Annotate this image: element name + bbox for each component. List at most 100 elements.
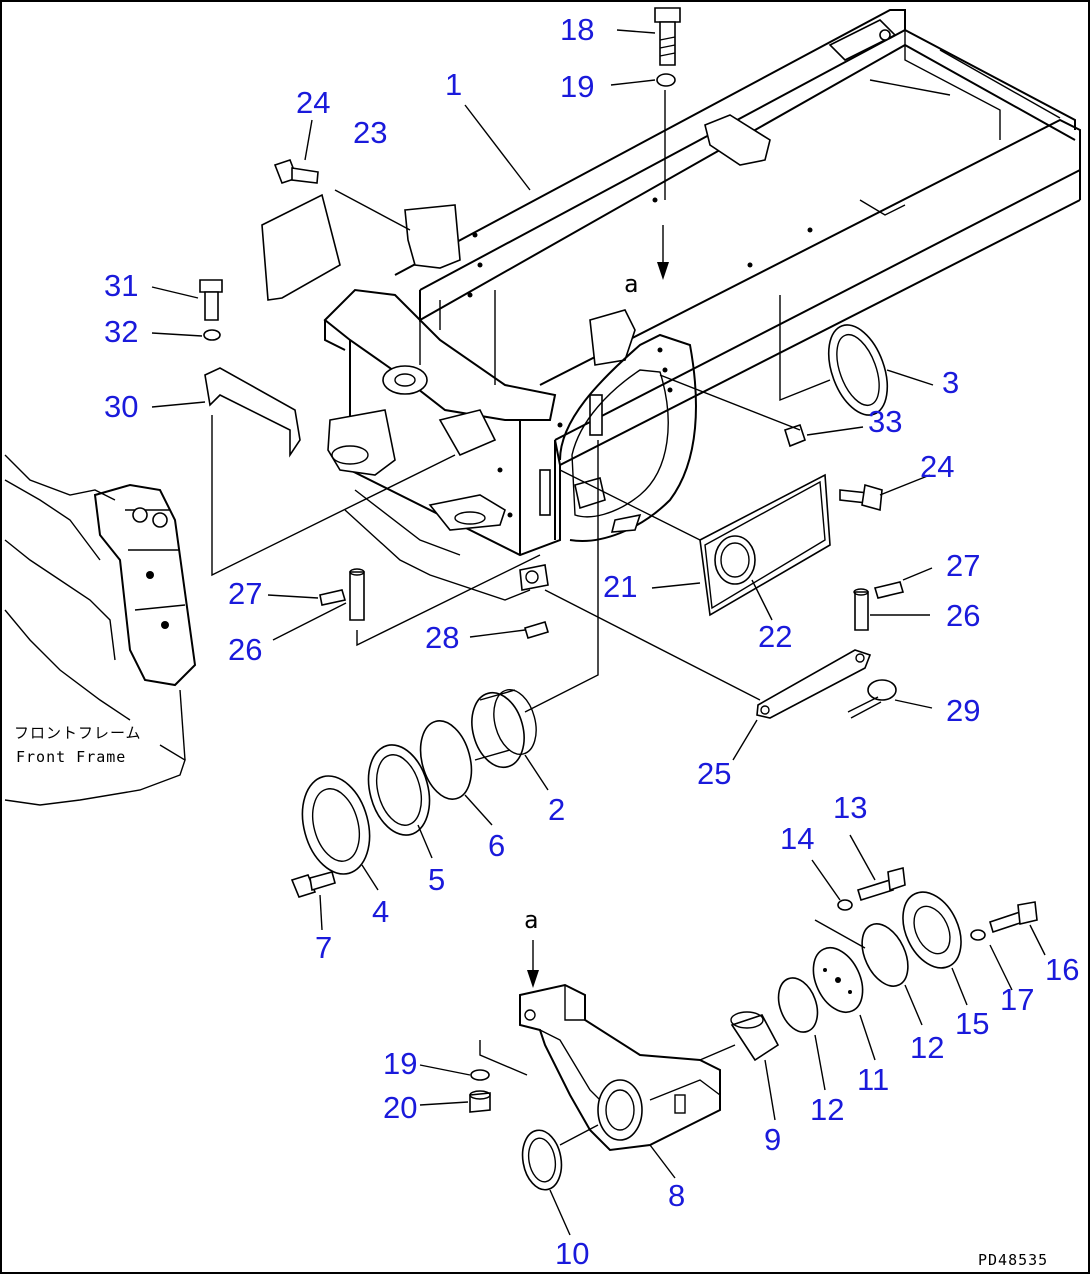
callout-27-right: 27 <box>946 548 980 583</box>
callout-12-left: 12 <box>810 1092 844 1127</box>
plate-11 <box>812 947 864 1013</box>
plate-4 <box>301 775 371 875</box>
bushing-9 <box>730 1011 780 1062</box>
pin-27-left <box>319 589 347 606</box>
callout-20: 20 <box>383 1090 417 1125</box>
callout-28: 28 <box>425 620 459 655</box>
callout-19-top: 19 <box>560 69 594 104</box>
rear-frame <box>323 9 1081 601</box>
callout-21: 21 <box>603 569 637 604</box>
shim-12-a <box>777 977 819 1033</box>
bolt-31 <box>199 279 223 321</box>
callout-18: 18 <box>560 12 594 47</box>
callout-30: 30 <box>104 389 138 424</box>
link-25 <box>756 649 872 719</box>
nut-20 <box>469 1090 491 1113</box>
callout-3: 3 <box>942 365 959 400</box>
callout-8: 8 <box>668 1178 685 1213</box>
callout-31: 31 <box>104 268 138 303</box>
washer-14 <box>837 899 853 911</box>
callout-24-top: 24 <box>296 85 330 120</box>
callout-26-right: 26 <box>946 598 980 633</box>
callout-5: 5 <box>428 862 445 897</box>
cover-plate-23 <box>261 193 341 301</box>
seal-22-inner <box>720 542 750 578</box>
bolt-24-right <box>839 483 883 512</box>
callout-9: 9 <box>764 1122 781 1157</box>
callout-13: 13 <box>833 790 867 825</box>
callout-27-left: 27 <box>228 576 262 611</box>
bolt-18 <box>654 7 681 66</box>
front-frame-label-en: Front Frame <box>16 748 126 766</box>
shim-12-b <box>861 923 909 987</box>
callout-12-right: 12 <box>910 1030 944 1065</box>
plug-33 <box>784 423 806 448</box>
plate-21-inner <box>704 480 826 610</box>
pin-26-right <box>854 591 869 631</box>
view-arrow-bottom-head <box>527 970 539 988</box>
pin-28 <box>524 621 549 639</box>
callout-15: 15 <box>955 1006 989 1041</box>
link-25-hole-b <box>760 705 770 715</box>
callout-6: 6 <box>488 828 505 863</box>
assembly-line-2 <box>524 440 599 713</box>
callout-4: 4 <box>372 894 389 929</box>
callout-numbers: 18 19 1 24 23 31 32 30 3 33 24 27 26 21 … <box>104 12 1079 1271</box>
bracket-30 <box>204 367 301 458</box>
washer-32 <box>203 329 221 341</box>
assembly-line-30 <box>211 415 456 577</box>
assembly-line-9 <box>699 1044 736 1061</box>
callout-10: 10 <box>555 1236 589 1271</box>
bolt-7 <box>290 871 336 898</box>
bolt-16 <box>989 901 1038 934</box>
assembly-line-26 <box>356 554 541 647</box>
washer-19-top <box>656 73 676 87</box>
front-frame-label-jp: フロントフレーム <box>14 724 142 742</box>
washer-19-bottom <box>470 1069 490 1081</box>
washer-17 <box>970 929 986 941</box>
link-25-hole-a <box>855 653 865 663</box>
pin-26-left <box>349 571 365 621</box>
assembly-line-13 <box>814 919 866 949</box>
callout-7: 7 <box>315 930 332 965</box>
bushing-2 <box>471 689 537 769</box>
pin-26-left-top <box>349 568 365 576</box>
pin-27-right <box>873 581 905 599</box>
drawing-code: PD48535 <box>978 1251 1048 1269</box>
view-arrow-top-head <box>657 262 669 280</box>
view-arrow-top-label: a <box>624 270 638 298</box>
oring-6 <box>419 720 473 800</box>
callout-26-left: 26 <box>228 632 262 667</box>
assembly-line-33 <box>659 374 801 431</box>
seal-10 <box>521 1129 563 1191</box>
pin-26-right-top <box>853 588 869 596</box>
callout-2: 2 <box>548 792 565 827</box>
view-arrow-bottom-label: a <box>524 906 538 934</box>
ring-pin-29 <box>847 679 897 719</box>
callout-16: 16 <box>1045 952 1079 987</box>
callout-11: 11 <box>857 1062 889 1097</box>
callout-22: 22 <box>758 619 792 654</box>
assembly-line-10 <box>559 1124 599 1146</box>
leader-lines <box>151 29 1046 1236</box>
callout-29: 29 <box>946 693 980 728</box>
assembly-line-3 <box>779 295 831 402</box>
assembly-line-19 <box>479 1040 528 1076</box>
callout-32: 32 <box>104 314 138 349</box>
ring-3 <box>827 324 889 416</box>
assembly-line-25 <box>544 589 761 701</box>
callout-17: 17 <box>1000 982 1034 1017</box>
leader-23 <box>334 189 411 231</box>
assembly-line-21 <box>559 469 701 541</box>
callout-14: 14 <box>780 821 814 856</box>
callout-24-right: 24 <box>920 449 954 484</box>
seal-5 <box>367 744 431 836</box>
bolt-13 <box>857 866 906 902</box>
callout-33: 33 <box>868 404 902 439</box>
callout-25: 25 <box>697 756 731 791</box>
front-frame <box>4 454 197 806</box>
cover-15 <box>902 891 962 969</box>
bolt-24-top <box>273 159 319 184</box>
